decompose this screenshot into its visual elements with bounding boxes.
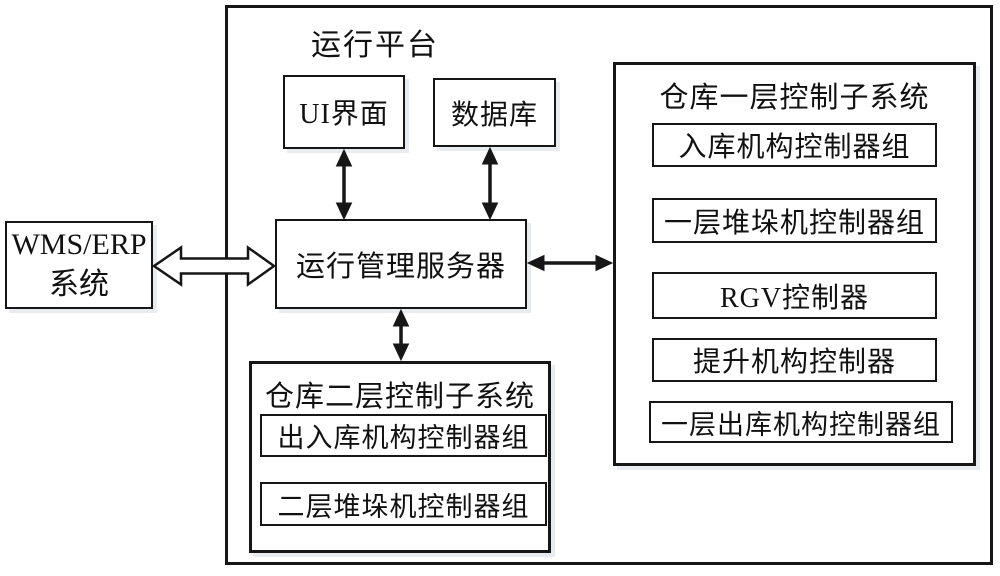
- wms-erp-line2: 系统: [49, 268, 109, 301]
- database-box: 数据库: [433, 78, 556, 147]
- platform-label: 运行平台: [311, 29, 439, 62]
- floor2-subsystem-title: 仓库二层控制子系统: [264, 381, 535, 413]
- floor1-controller-label: 一层堆垛机控制器组: [663, 207, 925, 239]
- floor1-controller-box: 一层出库机构控制器组: [649, 401, 953, 443]
- database-box-label: 数据库: [450, 99, 538, 131]
- server-box-label: 运行管理服务器: [295, 251, 506, 283]
- floor1-controller-label: 入库机构控制器组: [678, 132, 911, 163]
- wms-erp-line1: WMS/ERP: [11, 228, 147, 261]
- floor1-controller-label: 提升机构控制器: [692, 347, 896, 378]
- server-box: 运行管理服务器: [275, 219, 527, 309]
- ui-box-label: UI界面: [299, 99, 389, 130]
- wms-erp-box-label: WMS/ERP 系统: [11, 225, 146, 305]
- floor2-controller-label: 出入库机构控制器组: [277, 423, 530, 453]
- floor2-subsystem-box: 仓库二层控制子系统 出入库机构控制器组 二层堆垛机控制器组: [249, 361, 551, 553]
- wms-erp-box: WMS/ERP 系统: [5, 221, 153, 309]
- floor2-controller-box: 出入库机构控制器组: [260, 414, 547, 457]
- floor2-controller-label: 二层堆垛机控制器组: [277, 491, 530, 522]
- floor1-controller-label: RGV控制器: [719, 282, 870, 314]
- ui-box: UI界面: [283, 75, 405, 149]
- floor1-controller-box: RGV控制器: [652, 272, 937, 319]
- floor1-subsystem-box: 仓库一层控制子系统 入库机构控制器组 一层堆垛机控制器组 RGV控制器 提升机构…: [613, 62, 976, 466]
- floor1-controller-label: 一层出库机构控制器组: [661, 409, 941, 440]
- floor1-controller-box: 一层堆垛机控制器组: [652, 198, 937, 243]
- floor1-subsystem-title: 仓库一层控制子系统: [659, 82, 930, 114]
- floor2-controller-box: 二层堆垛机控制器组: [260, 482, 547, 526]
- floor1-controller-box: 入库机构控制器组: [652, 123, 937, 167]
- floor1-controller-box: 提升机构控制器: [652, 338, 937, 382]
